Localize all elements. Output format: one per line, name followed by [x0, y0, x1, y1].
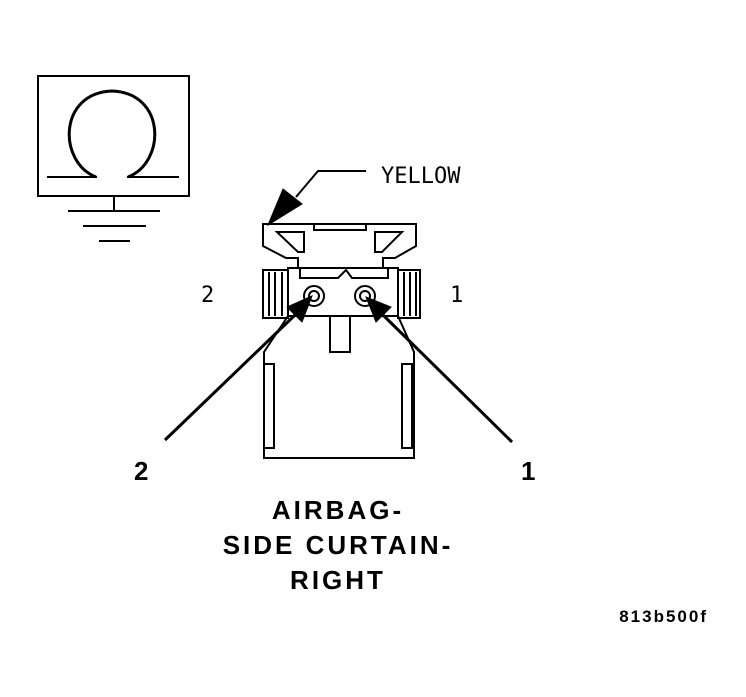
cavity-label-right: 1: [450, 283, 463, 308]
cavity-2: [303, 285, 325, 307]
callout-arrow-2: [163, 295, 313, 442]
component-title-line3: RIGHT: [290, 565, 386, 595]
connector-body: [262, 223, 421, 459]
figure-code: 813b500f: [619, 607, 708, 626]
callout-number-2: 2: [134, 456, 148, 486]
cavity-1: [354, 285, 376, 307]
callout-arrow-1: [365, 296, 514, 444]
component-title: AIRBAG- SIDE CURTAIN- RIGHT: [223, 495, 454, 595]
ohmmeter-symbol: [37, 75, 190, 242]
wire-color-leader: [266, 170, 366, 227]
ground-icon: [68, 196, 160, 242]
cavity-label-left: 2: [201, 283, 214, 308]
ohm-icon: [47, 89, 179, 179]
component-title-line1: AIRBAG-: [272, 495, 404, 525]
wire-color-label: YELLOW: [381, 164, 461, 189]
callout-number-1: 1: [521, 456, 535, 486]
component-title-line2: SIDE CURTAIN-: [223, 530, 454, 560]
